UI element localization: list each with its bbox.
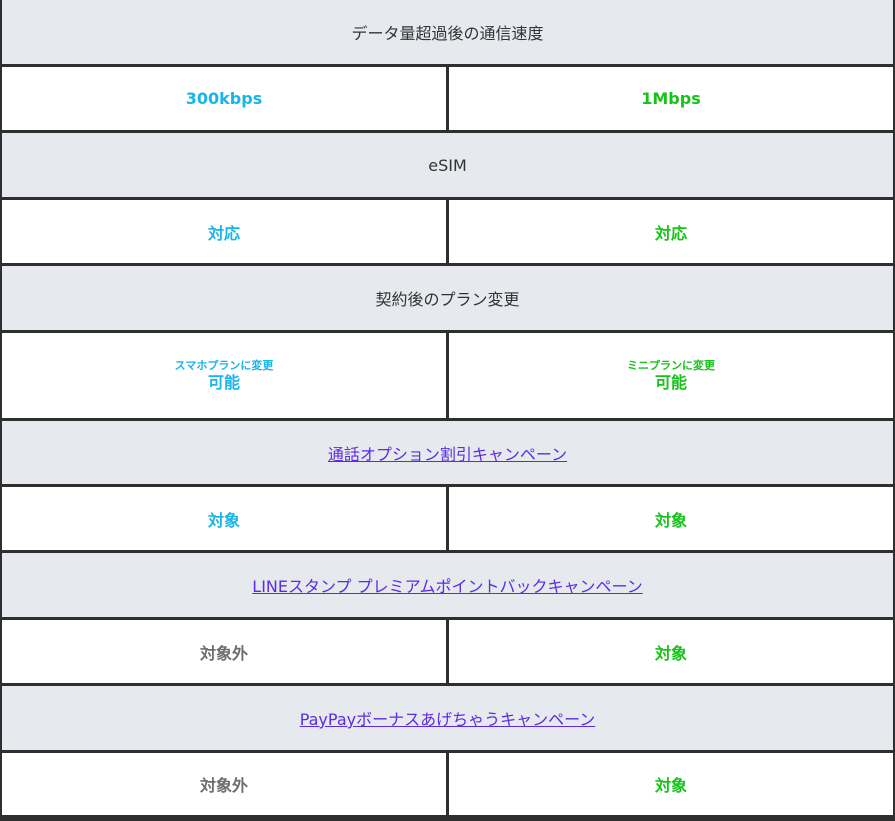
cell-left-plan-change: スマホプランに変更 可能 — [2, 333, 446, 418]
value-left-data-speed: 300kbps — [185, 89, 263, 108]
cell-right-call-option-campaign: 対象 — [449, 487, 893, 550]
value-right-paypay-campaign: 対象 — [654, 776, 687, 795]
header-label-esim: eSIM — [428, 155, 467, 175]
row-header-data-speed: データ量超過後の通信速度 — [2, 0, 893, 67]
row-header-call-option-campaign: 通話オプション割引キャンペーン — [2, 421, 893, 487]
cell-left-call-option-campaign: 対象 — [2, 487, 446, 550]
row-header-plan-change: 契約後のプラン変更 — [2, 266, 893, 333]
row-header-line-stamp-campaign: LINEスタンプ プレミアムポイントバックキャンペーン — [2, 553, 893, 620]
subtext-left-plan-change: スマホプランに変更 — [174, 358, 274, 372]
cell-right-data-speed: 1Mbps — [449, 67, 893, 130]
value-right-plan-change: 可能 — [654, 372, 687, 392]
subtext-right-plan-change: ミニプランに変更 — [627, 358, 715, 372]
link-line-stamp-campaign[interactable]: LINEスタンプ プレミアムポイントバックキャンペーン — [252, 577, 643, 596]
cell-right-esim: 対応 — [449, 200, 893, 263]
cell-right-plan-change: ミニプランに変更 可能 — [449, 333, 893, 418]
row-values-esim: 対応 対応 — [2, 200, 893, 266]
value-left-esim: 対応 — [207, 223, 240, 243]
cell-right-line-stamp-campaign: 対象 — [449, 620, 893, 683]
row-header-paypay-campaign: PayPayボーナスあげちゃうキャンペーン — [2, 686, 893, 753]
value-left-call-option-campaign: 対象 — [207, 510, 240, 530]
value-left-plan-change: 可能 — [207, 372, 240, 392]
cell-left-paypay-campaign: 対象外 — [2, 753, 446, 815]
header-label-data-speed: データ量超過後の通信速度 — [351, 24, 544, 43]
cell-left-line-stamp-campaign: 対象外 — [2, 620, 446, 683]
value-right-line-stamp-campaign: 対象 — [654, 643, 687, 663]
row-header-esim: eSIM — [2, 133, 893, 200]
cell-left-data-speed: 300kbps — [2, 67, 446, 130]
value-right-esim: 対応 — [654, 223, 687, 243]
value-right-call-option-campaign: 対象 — [654, 510, 687, 530]
value-left-paypay-campaign: 対象外 — [199, 776, 248, 795]
cell-left-esim: 対応 — [2, 200, 446, 263]
row-values-line-stamp-campaign: 対象外 対象 — [2, 620, 893, 686]
value-left-line-stamp-campaign: 対象外 — [199, 643, 248, 663]
link-paypay-campaign[interactable]: PayPayボーナスあげちゃうキャンペーン — [299, 710, 596, 729]
row-values-data-speed: 300kbps 1Mbps — [2, 67, 893, 133]
cell-right-paypay-campaign: 対象 — [449, 753, 893, 815]
link-call-option-campaign[interactable]: 通話オプション割引キャンペーン — [327, 444, 568, 464]
header-label-plan-change: 契約後のプラン変更 — [375, 290, 520, 309]
row-values-paypay-campaign: 対象外 対象 — [2, 753, 893, 815]
value-right-data-speed: 1Mbps — [641, 89, 701, 108]
row-values-plan-change: スマホプランに変更 可能 ミニプランに変更 可能 — [2, 333, 893, 421]
row-values-call-option-campaign: 対象 対象 — [2, 487, 893, 553]
